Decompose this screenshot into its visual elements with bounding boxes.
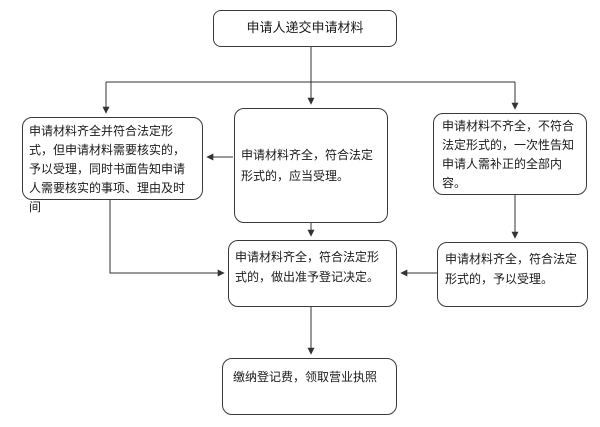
node-materials-need-verification: 申请材料齐全并符合法定形式，但申请材料需要核实的，予以受理，同时书面告知申请人需… (22, 117, 203, 214)
connector-left-box-to-decision (109, 200, 225, 277)
node-materials-incomplete-notify: 申请材料不齐全，不符合法定形式的，一次性告知申请人需补正的全部内容。 (433, 113, 587, 195)
node-submit-application: 申请人递交申请材料 (213, 10, 397, 47)
node-pay-fee-get-license-label: 缴纳登记费，领取营业执照 (233, 370, 378, 384)
node-materials-complete-accept: 申请材料齐全，符合法定形式的，应当受理。 (234, 108, 388, 223)
node-submit-application-label: 申请人递交申请材料 (246, 21, 364, 36)
node-registration-decision: 申请材料齐全，符合法定形式的，做出准予登记决定。 (228, 240, 397, 307)
node-materials-need-verification-label: 申请材料齐全并符合法定形式，但申请材料需要核实的，予以受理，同时书面告知申请人需… (29, 124, 186, 214)
node-resubmitted-accept: 申请材料齐全，符合法定形式的，予以受理。 (437, 242, 588, 307)
node-materials-complete-accept-label: 申请材料齐全，符合法定形式的，应当受理。 (241, 147, 374, 183)
node-resubmitted-accept-label: 申请材料齐全，符合法定形式的，予以受理。 (445, 252, 578, 286)
node-pay-fee-get-license: 缴纳登记费，领取营业执照 (222, 358, 397, 415)
node-registration-decision-label: 申请材料齐全，符合法定形式的，做出准予登记决定。 (235, 250, 380, 284)
node-materials-incomplete-notify-label: 申请材料不齐全，不符合法定形式的，一次性告知申请人需补正的全部内容。 (442, 119, 575, 190)
